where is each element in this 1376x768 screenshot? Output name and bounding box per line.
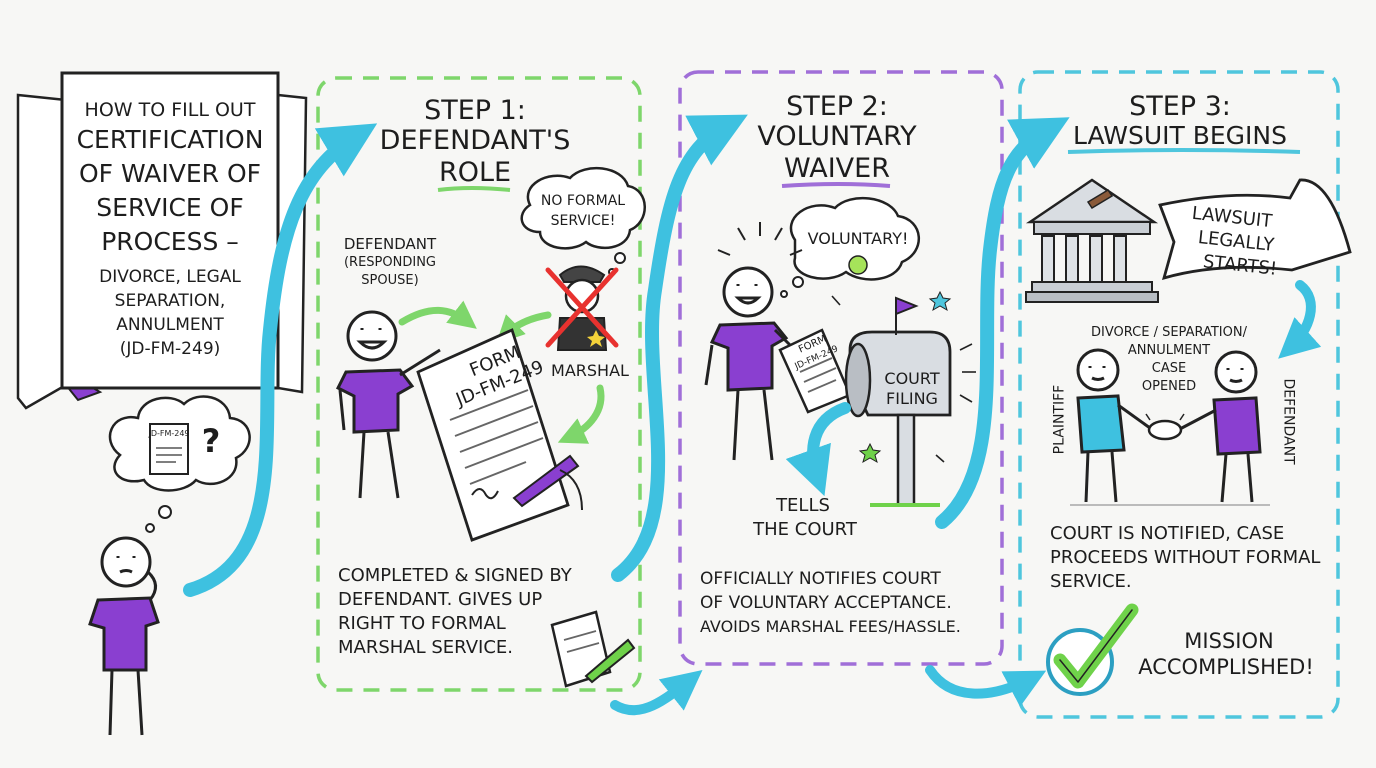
- lawsuit-ribbon: [1158, 178, 1352, 281]
- marshal-figure: [545, 265, 619, 351]
- courthouse-icon: [1025, 178, 1159, 303]
- title-line-9: (JD-FM-249): [119, 339, 221, 359]
- step1-defendant-line-1: DEFENDANT: [343, 235, 437, 253]
- step2-bubble: [780, 196, 920, 298]
- step1-heading-2: DEFENDANT'S: [379, 125, 571, 156]
- step2-heading-2: VOLUNTARY: [757, 121, 917, 152]
- title-banner: [16, 71, 308, 410]
- step1-defendant-figure: [335, 310, 441, 499]
- arrow-step1-bottom: [610, 670, 703, 716]
- case-line-4: OPENED: [1141, 379, 1197, 394]
- step2-tells-line-2: THE COURT: [753, 519, 857, 540]
- title-line-6: DIVORCE, LEGAL: [99, 267, 241, 287]
- arrow-step1-to-step2: [611, 114, 748, 582]
- step1-desc-line-3: RIGHT TO FORMAL: [338, 613, 506, 634]
- case-line-3: CASE: [1151, 361, 1187, 376]
- step3-panel: [1018, 70, 1340, 719]
- thinking-person: [88, 536, 160, 736]
- arrow-mailbox-down: [785, 402, 851, 497]
- defendant-label-step3: DEFENDANT: [1280, 378, 1297, 465]
- step2-desc-line-3: AVOIDS MARSHAL FEES/HASSLE.: [700, 617, 961, 636]
- step2-form: [778, 328, 852, 414]
- arrow-step2-to-step3: [935, 117, 1070, 529]
- step1-desc-line-2: DEFENDANT. GIVES UP: [338, 589, 543, 610]
- step2-bubble-text: VOLUNTARY!: [807, 229, 909, 248]
- arrow-step2-bottom: [925, 665, 1047, 707]
- title-line-3: OF WAIVER OF: [78, 159, 262, 188]
- step3-heading-2: LAWSUIT BEGINS: [1073, 121, 1287, 150]
- thought-question-mark: ?: [201, 422, 221, 460]
- step1-bubble-line-1: NO FORMAL: [540, 193, 626, 209]
- plaintiff-figure: [1076, 348, 1151, 503]
- step1-bubble-line-2: SERVICE!: [550, 213, 616, 229]
- sparkle-star-icon: [858, 442, 882, 464]
- mailbox-line-1: COURT: [884, 369, 940, 388]
- thought-cloud: [108, 395, 251, 533]
- title-line-8: ANNULMENT: [116, 315, 224, 335]
- checkmark-icon: [1046, 603, 1139, 696]
- title-line-7: SEPARATION,: [114, 291, 226, 311]
- arrow-ribbon-to-people: [1278, 280, 1322, 359]
- sparkle-star-icon: [928, 290, 952, 312]
- step3-desc-line-1: COURT IS NOTIFIED, CASE: [1050, 523, 1285, 544]
- step3-desc-line-3: SERVICE.: [1050, 571, 1132, 592]
- step3-heading-1: STEP 3:: [1129, 91, 1231, 122]
- mailbox: [831, 290, 976, 507]
- case-line-2: ANNULMENT: [1127, 343, 1211, 358]
- thought-form-icon: [149, 423, 189, 475]
- step1-heading-3: ROLE: [438, 157, 512, 188]
- step2-desc-line-1: OFFICIALLY NOTIFIES COURT: [700, 569, 941, 589]
- title-line-1: HOW TO FILL OUT: [84, 99, 256, 121]
- title-line-2: CERTIFICATION: [76, 125, 264, 154]
- step1-defendant-line-3: SPOUSE): [361, 273, 419, 288]
- mission-line-1: MISSION: [1184, 629, 1274, 653]
- small-form-pen-icon: [550, 610, 636, 688]
- defendant-figure-step3: [1177, 350, 1262, 503]
- plaintiff-label: PLAINTIFF: [1051, 384, 1068, 455]
- thought-form-label: JD-FM-249: [148, 429, 190, 438]
- arrow-title-to-step1: [183, 123, 378, 597]
- step1-panel: [316, 76, 642, 692]
- title-line-5: PROCESS –: [101, 227, 239, 256]
- case-line-1: DIVORCE / SEPARATION/: [1091, 325, 1247, 340]
- form-jd-fm-249: [416, 328, 583, 542]
- title-line-4: SERVICE OF: [96, 193, 244, 222]
- step1-heading-1: STEP 1:: [424, 95, 526, 126]
- step1-desc-line-4: MARSHAL SERVICE.: [338, 637, 513, 658]
- mailbox-line-2: FILING: [886, 389, 938, 408]
- step2-tells-line-1: TELLS: [776, 495, 830, 516]
- step3-desc-line-2: PROCEEDS WITHOUT FORMAL: [1050, 547, 1321, 568]
- step1-marshal-label: MARSHAL: [551, 361, 629, 380]
- step2-heading-1: STEP 2:: [786, 91, 888, 122]
- step1-defendant-line-2: (RESPONDING: [343, 255, 436, 270]
- step2-desc-line-2: OF VOLUNTARY ACCEPTANCE.: [700, 593, 952, 613]
- step2-person: [704, 222, 803, 461]
- mission-line-2: ACCOMPLISHED!: [1138, 655, 1314, 679]
- step2-heading-3: WAIVER: [784, 153, 890, 184]
- handshake-icon: [1145, 413, 1185, 441]
- step2-panel: [678, 70, 1004, 666]
- step1-desc-line-1: COMPLETED & SIGNED BY: [338, 565, 572, 586]
